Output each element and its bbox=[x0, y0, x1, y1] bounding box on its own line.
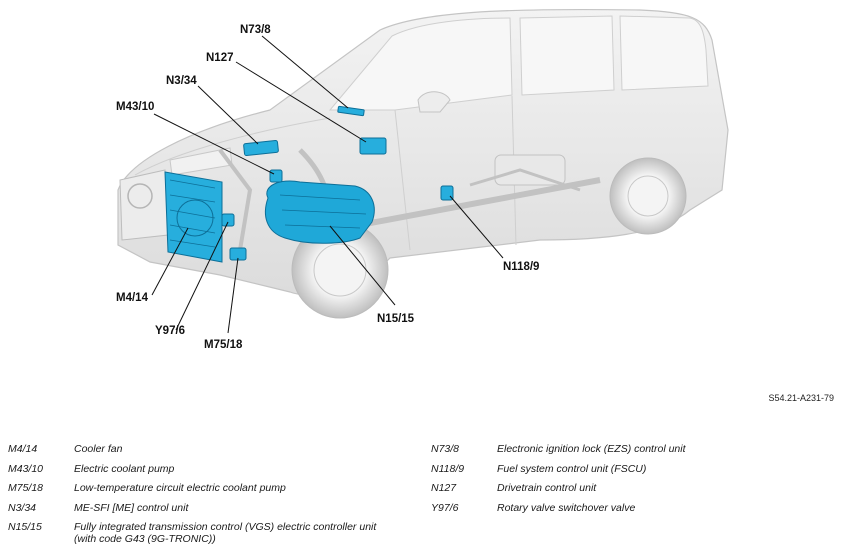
n73-8-control-unit bbox=[337, 105, 365, 117]
legend-row: N15/15 Fully integrated transmission con… bbox=[8, 521, 408, 545]
callout-n73-8: N73/8 bbox=[240, 24, 271, 36]
cooler-fan-component bbox=[164, 171, 223, 263]
legend-code: N73/8 bbox=[431, 443, 460, 455]
callout-n118-9: N118/9 bbox=[503, 261, 539, 273]
legend-row: M75/18 Low-temperature circuit electric … bbox=[8, 482, 408, 502]
legend-code: N118/9 bbox=[431, 462, 465, 475]
legend-desc: Cooler fan bbox=[74, 443, 123, 455]
legend-right: N73/8 Electronic ignition lock (EZS) con… bbox=[431, 443, 831, 521]
y97-6-valve bbox=[221, 213, 235, 227]
legend-desc: Fully integrated transmission control (V… bbox=[74, 521, 408, 545]
n127-control-unit bbox=[359, 137, 387, 155]
n3-34-control-unit bbox=[243, 139, 279, 157]
legend-desc: ME-SFI [ME] control unit bbox=[74, 501, 189, 514]
legend-code: M75/18 bbox=[8, 482, 44, 494]
legend-row: N118/9 Fuel system control unit (FSCU) bbox=[431, 463, 831, 483]
legend-row: N3/34 ME-SFI [ME] control unit bbox=[8, 502, 408, 522]
legend-desc: Electric coolant pump bbox=[74, 462, 175, 475]
legend-code: N15/15 bbox=[8, 521, 42, 533]
legend-code: M4/14 bbox=[8, 443, 38, 455]
legend-desc: Low-temperature circuit electric coolant… bbox=[74, 482, 286, 494]
callout-m43-10: M43/10 bbox=[116, 101, 154, 113]
legend-code: Y97/6 bbox=[431, 501, 459, 514]
legend-row: N73/8 Electronic ignition lock (EZS) con… bbox=[431, 443, 831, 463]
legend-desc: Drivetrain control unit bbox=[497, 482, 597, 494]
legend-code: M43/10 bbox=[8, 462, 44, 475]
callout-n3-34: N3/34 bbox=[166, 75, 197, 87]
transmission-controller-component bbox=[264, 180, 375, 244]
callout-n15-15: N15/15 bbox=[377, 313, 415, 325]
legend-code: N127 bbox=[431, 482, 457, 494]
callout-m75-18: M75/18 bbox=[204, 339, 243, 351]
vehicle-component-diagram: N73/8 N127 N3/34 M43/10 N118/9 M4/14 Y97… bbox=[116, 8, 729, 351]
callout-y97-6: Y97/6 bbox=[155, 325, 185, 337]
callout-m4-14: M4/14 bbox=[116, 292, 149, 304]
legend-row: N127 Drivetrain control unit bbox=[431, 482, 831, 502]
legend-desc: Electronic ignition lock (EZS) control u… bbox=[497, 443, 686, 455]
legend-desc-line2: (with code G43 (9G-TRONIC)) bbox=[74, 533, 216, 545]
legend-code: N3/34 bbox=[8, 501, 37, 514]
m43-10-pump bbox=[269, 169, 283, 183]
callout-n127: N127 bbox=[206, 52, 234, 64]
rear-wheel bbox=[609, 157, 687, 235]
legend-desc-line1: Fully integrated transmission control (V… bbox=[74, 521, 377, 533]
legend-row: M43/10 Electric coolant pump bbox=[8, 463, 408, 483]
legend-row: Y97/6 Rotary valve switchover valve bbox=[431, 502, 831, 522]
leader-lines bbox=[151, 35, 504, 334]
legend-left: M4/14 Cooler fan M43/10 Electric coolant… bbox=[8, 443, 408, 545]
legend-desc: Rotary valve switchover valve bbox=[497, 501, 636, 514]
drivetrain bbox=[218, 148, 601, 251]
reference-code: S54.21-A231-79 bbox=[768, 393, 834, 403]
legend-row: M4/14 Cooler fan bbox=[8, 443, 408, 463]
legend-desc: Fuel system control unit (FSCU) bbox=[497, 462, 647, 475]
